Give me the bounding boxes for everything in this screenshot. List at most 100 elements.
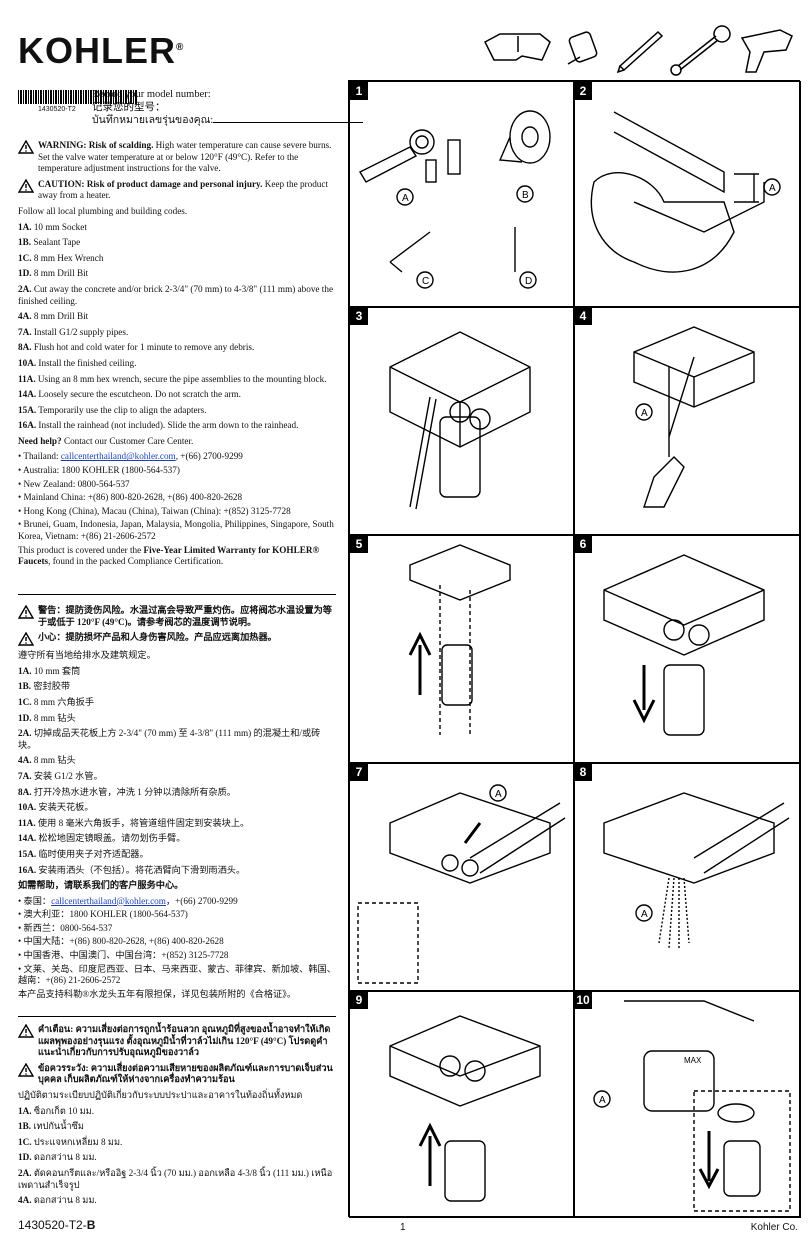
panel-number: 10 — [574, 991, 592, 1009]
step-item: 1D. 8 mm 钻头 — [18, 712, 76, 723]
callout-label: A — [769, 183, 776, 194]
pencil-icon — [616, 30, 664, 74]
chinese-section: 警告：提防烫伤风险。水温过高会导致严重灼伤。应将阀芯水温设置为等于或低于 120… — [18, 605, 336, 1004]
step-item: 2A. 切掉成品天花板上方 2-3/4" (70 mm) 至 4-3/8" (1… — [18, 728, 321, 750]
contact-item: • 中国香港、中国澳门、中国台湾：+(852) 3125-7728 — [18, 950, 229, 961]
caution-triangle-icon — [18, 1062, 34, 1077]
contact-item: • Thailand: callcenterthailand@kohler.co… — [18, 451, 243, 462]
contact-item: • 澳大利亚：1800 KOHLER (1800-564-537) — [18, 909, 188, 920]
contact-item: • New Zealand: 0800-564-537 — [18, 478, 130, 489]
panel-3: 3 — [349, 306, 575, 536]
panel-number: 1 — [350, 82, 368, 100]
contact-item: • 新西兰：0800-564-537 — [18, 922, 113, 933]
divider — [18, 594, 336, 595]
step-item: 1B. 密封胶带 — [18, 681, 71, 692]
panel-number: 4 — [574, 307, 592, 325]
step-item: 14A. Loosely secure the escutcheon. Do n… — [18, 389, 241, 400]
email-link[interactable]: callcenterthailand@kohler.com — [60, 451, 176, 462]
page-number: 1 — [400, 1222, 406, 1233]
wrench-icon — [670, 25, 731, 76]
steps-en: 1A. 10 mm Socket 1B. Sealant Tape 1C. 8 mm… — [18, 222, 336, 432]
contact-item: • Hong Kong (China), Macau (China), Taiw… — [18, 505, 291, 516]
record-input-line[interactable] — [213, 122, 364, 123]
contacts-en: • Thailand: callcenterthailand@kohler.co… — [18, 451, 336, 542]
caution-zh: 小心：提防损坏产品和人身伤害风险。产品应远离加热器。 — [18, 632, 336, 646]
panel-8: 8 A — [573, 762, 801, 992]
help-zh: 如需帮助，请联系我们的客户服务中心。 — [18, 880, 184, 891]
contact-item: • Mainland China: +(86) 800-820-2628, +(… — [18, 492, 243, 503]
step-item: 14A. 松松地固定镜眼盖。请勿划伤手臂。 — [18, 833, 186, 844]
caution-th: ข้อควรระวัง: ความเสี่ยงต่อความเสียหายของ… — [18, 1062, 336, 1086]
max-label: MAX — [684, 1056, 702, 1065]
warning-th: คำเตือน: ความเสี่ยงต่อการถูกน้ำร้อนลวก อ… — [18, 1024, 336, 1059]
help-en: Need help? Contact our Customer Care Cen… — [18, 435, 194, 446]
step-item: 1C. 8 mm Hex Wrench — [18, 252, 104, 263]
warning-triangle-icon — [18, 140, 34, 154]
step-item: 16A. Install the rainhead (not included)… — [18, 420, 299, 431]
caution-triangle-icon — [18, 632, 34, 646]
panel-number: 5 — [350, 535, 368, 553]
panel-2: 2 A — [573, 81, 801, 308]
codes-en: Follow all local plumbing and building c… — [18, 205, 188, 216]
barcode — [18, 90, 138, 104]
warning-en: WARNING: Risk of scalding. High water te… — [18, 140, 336, 175]
step-item: 2A. Cut away the concrete and/or brick 2… — [18, 283, 334, 306]
contact-item: • 文莱、关岛、印度尼西亚、日本、马来西亚、蒙古、菲律宾、新加坡、韩国、越南：+… — [18, 963, 336, 986]
codes-th: ปฏิบัติตามระเบียบปฏิบัติเกี่ยวกับระบบประ… — [18, 1089, 303, 1100]
panel-4: 4 A — [573, 306, 801, 536]
company-name: Kohler Co. — [750, 1222, 798, 1233]
step-item: 1D. ดอกสว่าน 8 มม. — [18, 1152, 97, 1163]
warning-triangle-icon — [18, 605, 34, 619]
record-line-en: Record your model number: — [92, 89, 211, 100]
step-item: 2A. ตัดคอนกรีตและ/หรืออิฐ 2-3/4 นิ้ว (70… — [18, 1167, 333, 1190]
record-line-th: บันทึกหมายเลขรุ่นของคุณ: — [92, 115, 214, 126]
divider — [18, 1016, 336, 1017]
step-item: 11A. Using an 8 mm hex wrench, secure th… — [18, 373, 327, 384]
tool-icons — [484, 25, 793, 76]
contact-item: • 泰国：callcenterthailand@kohler.com，+(66)… — [18, 895, 238, 906]
tape-measure-icon — [567, 31, 598, 65]
step-item: 1A. 10 mm Socket — [18, 221, 87, 232]
callout-label: A — [495, 789, 502, 800]
step-item: 1B. เทปกันน้ำซึม — [18, 1121, 84, 1132]
step-item: 1C. ประแจหกเหลี่ยม 8 มม. — [18, 1136, 123, 1147]
panel-6: 6 — [573, 534, 801, 764]
callout-label: A — [641, 909, 648, 920]
panel-number: 3 — [350, 307, 368, 325]
warranty-en: This product is covered under the Five-Y… — [18, 544, 320, 567]
step-item: 8A. 打开冷热水进水管，冲洗 1 分钟以清除所有杂质。 — [18, 786, 236, 797]
callout-label: A — [641, 408, 648, 419]
drill-icon — [740, 29, 793, 73]
step-item: 7A. 安装 G1/2 水管。 — [18, 770, 103, 781]
panel-number: 7 — [350, 763, 368, 781]
panel-number: 2 — [574, 82, 592, 100]
step-item: 15A. Temporarily use the clip to align t… — [18, 404, 207, 415]
safety-glasses-icon — [484, 33, 551, 61]
record-model: Record your model number: 记录您的型号： บันทึก… — [92, 88, 364, 127]
callout-label: D — [525, 276, 532, 287]
step-item: 16A. 安装雨洒头（不包括）。将花洒臂向下滑到雨洒头。 — [18, 864, 246, 875]
panel-1: 1 A B C D — [349, 81, 575, 308]
step-item: 1B. Sealant Tape — [18, 237, 81, 248]
diagram-grid: 1 A B C D 2 A 3 — [348, 80, 801, 1218]
panel-number: 6 — [574, 535, 592, 553]
callout-label: B — [522, 190, 529, 201]
warning-zh: 警告：提防烫伤风险。水温过高会导致严重灼伤。应将阀芯水温设置为等于或低于 120… — [18, 605, 336, 628]
contacts-zh: • 泰国：callcenterthailand@kohler.com，+(66)… — [18, 896, 336, 987]
step-item: 4A. 8 mm 钻头 — [18, 755, 76, 766]
callout-label: C — [422, 276, 429, 287]
callout-label: A — [599, 1095, 606, 1106]
step-item: 8A. Flush hot and cold water for 1 minut… — [18, 342, 255, 353]
panel-number: 9 — [350, 991, 368, 1009]
doc-code: 1430520-T2-B — [18, 1218, 96, 1232]
step-item: 1D. 8 mm Drill Bit — [18, 268, 89, 279]
panel-9: 9 — [349, 990, 575, 1218]
barcode-number: 1430520-T2 — [38, 106, 76, 113]
thai-section: คำเตือน: ความเสี่ยงต่อการถูกน้ำร้อนลวก อ… — [18, 1024, 336, 1211]
caution-triangle-icon — [18, 178, 34, 193]
step-item: 11A. 使用 8 毫米六角扳手，将管道组件固定到安装块上。 — [18, 817, 250, 828]
kohler-logo: KOHLER® — [18, 30, 185, 71]
step-item: 1A. 10 mm 套筒 — [18, 665, 81, 676]
email-link[interactable]: callcenterthailand@kohler.com — [51, 895, 166, 906]
panel-number: 8 — [574, 763, 592, 781]
